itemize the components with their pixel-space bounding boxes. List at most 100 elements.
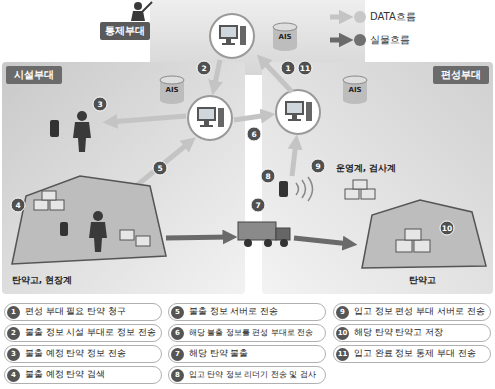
callout-number: 8 xyxy=(261,169,276,184)
region-grounds xyxy=(2,62,245,294)
database-cylinder xyxy=(343,76,367,84)
step-item: 9 입고 정보 편성 부대 서버로 전송 xyxy=(333,303,491,321)
step-item: 11입고 완료 정보 통제 부대 전송 xyxy=(333,345,491,363)
unit-title: 통제부대 xyxy=(105,25,145,36)
truck-icon xyxy=(264,239,272,247)
warehouse-tent xyxy=(93,211,103,221)
computer-icon xyxy=(219,25,238,39)
computer-icon xyxy=(204,121,209,125)
computer-icon xyxy=(276,90,320,134)
legend-arrows xyxy=(330,38,346,43)
database-label: AIS xyxy=(165,86,178,94)
legend-arrows xyxy=(330,15,346,20)
step-number: 10 xyxy=(336,327,349,340)
legend-swatch xyxy=(354,34,366,46)
step-item: 5불출 정보 서버로 전송 xyxy=(168,303,326,321)
computer-icon xyxy=(197,107,216,121)
computer-icon xyxy=(210,14,254,58)
database-label: AIS xyxy=(278,33,291,41)
callout-number: 2 xyxy=(197,61,212,76)
computer-icon xyxy=(221,27,236,37)
reader-device xyxy=(279,181,288,197)
material-flow-arrows xyxy=(294,238,350,244)
warehouse-tent xyxy=(12,176,166,264)
database-cylinder xyxy=(160,96,184,104)
step-text: 불출 정보 시설 부대로 정보 전송 xyxy=(25,327,156,339)
ammo-boxes xyxy=(361,189,375,199)
step-item: 4 불출 예정 탄약 검색 xyxy=(4,366,162,384)
step-number: 3 xyxy=(7,348,20,361)
legend-swatch xyxy=(354,11,366,23)
database-cylinder xyxy=(343,96,367,104)
step-text: 입고 정보 편성 부대 서버로 전송 xyxy=(354,306,485,318)
step-number: 7 xyxy=(171,348,184,361)
database-cylinder xyxy=(343,76,367,104)
step-number: 9 xyxy=(336,306,349,319)
truck-icon xyxy=(280,239,288,247)
unit-panel: 시설부대 xyxy=(2,62,245,294)
legend-text: 실물흐름 xyxy=(370,33,410,47)
step-item: 8입고 탄약 정보 리더기 전송 및 검사 xyxy=(168,366,326,384)
warehouse-tent xyxy=(12,176,166,264)
step-text: 불출 예정 탄약 검색 xyxy=(25,369,105,381)
callout-number: 5 xyxy=(153,161,168,176)
place-label: 탄약고 xyxy=(407,274,438,287)
step-item: 7 해당 탄약 불출 xyxy=(168,345,326,363)
reader-device xyxy=(279,177,313,201)
soldier-figure xyxy=(73,111,91,152)
database-label: AIS xyxy=(348,86,361,94)
truck-icon xyxy=(238,222,276,240)
reader-device xyxy=(296,177,313,201)
computer-icon xyxy=(188,96,232,140)
place-label: 운영계, 검사계 xyxy=(334,162,399,175)
computer-icon xyxy=(188,96,232,140)
step-number: 8 xyxy=(171,369,184,382)
place-label: 탄약고, 현장계 xyxy=(10,274,75,287)
computer-icon xyxy=(226,39,231,43)
step-item: 10해당 탄약 탄약고 저장 xyxy=(333,324,491,342)
step-number: 4 xyxy=(7,369,20,382)
computer-icon xyxy=(240,26,246,45)
step-text: 편성 부대 필요 탄약 청구 xyxy=(25,306,126,318)
step-text: 해당 불출 정보를 편성 부대로 전송 xyxy=(189,328,313,338)
callout-number: 7 xyxy=(251,198,266,213)
computer-icon xyxy=(276,90,320,134)
legend-text: DATA흐름 xyxy=(370,10,416,24)
computer-icon xyxy=(292,115,297,119)
computer-icon xyxy=(285,101,304,115)
truck-icon xyxy=(244,239,252,247)
ammo-boxes xyxy=(345,180,375,199)
warehouse-tent xyxy=(362,200,486,268)
database-cylinder xyxy=(273,23,297,31)
data-flow-arrows xyxy=(110,116,186,122)
phone-icon xyxy=(50,120,59,137)
warehouse-tent xyxy=(34,200,48,210)
step-text: 해당 탄약 불출 xyxy=(189,348,248,360)
region-grounds xyxy=(2,0,493,294)
region-grounds xyxy=(262,62,493,294)
callout-number: 1 xyxy=(281,61,296,76)
computer-icon xyxy=(200,125,213,127)
data-flow-arrows xyxy=(292,142,296,176)
computer-icon xyxy=(306,102,312,121)
unit-tag: 통제부대 xyxy=(100,22,150,40)
warehouse-tent xyxy=(405,229,421,240)
warehouse-tent xyxy=(89,211,107,252)
warehouse-tent xyxy=(60,222,68,236)
callout-number: 10 xyxy=(440,221,455,236)
callout-number: 4 xyxy=(11,198,26,213)
step-text: 불출 예정 탄약 정보 전송 xyxy=(25,348,126,360)
step-item: 3 불출 예정 탄약 정보 전송 xyxy=(4,345,162,363)
computer-icon xyxy=(218,108,224,127)
callout-number: 6 xyxy=(247,127,262,142)
step-text: 불출 정보 서버로 전송 xyxy=(189,306,278,318)
step-number: 11 xyxy=(336,348,349,361)
warehouse-tent xyxy=(120,230,134,240)
step-number: 2 xyxy=(7,327,20,340)
warehouse-tent xyxy=(396,240,412,252)
computer-icon xyxy=(199,109,214,119)
data-flow-arrows xyxy=(234,115,268,120)
legend-arrows xyxy=(330,17,346,40)
ammo-boxes xyxy=(353,180,367,189)
